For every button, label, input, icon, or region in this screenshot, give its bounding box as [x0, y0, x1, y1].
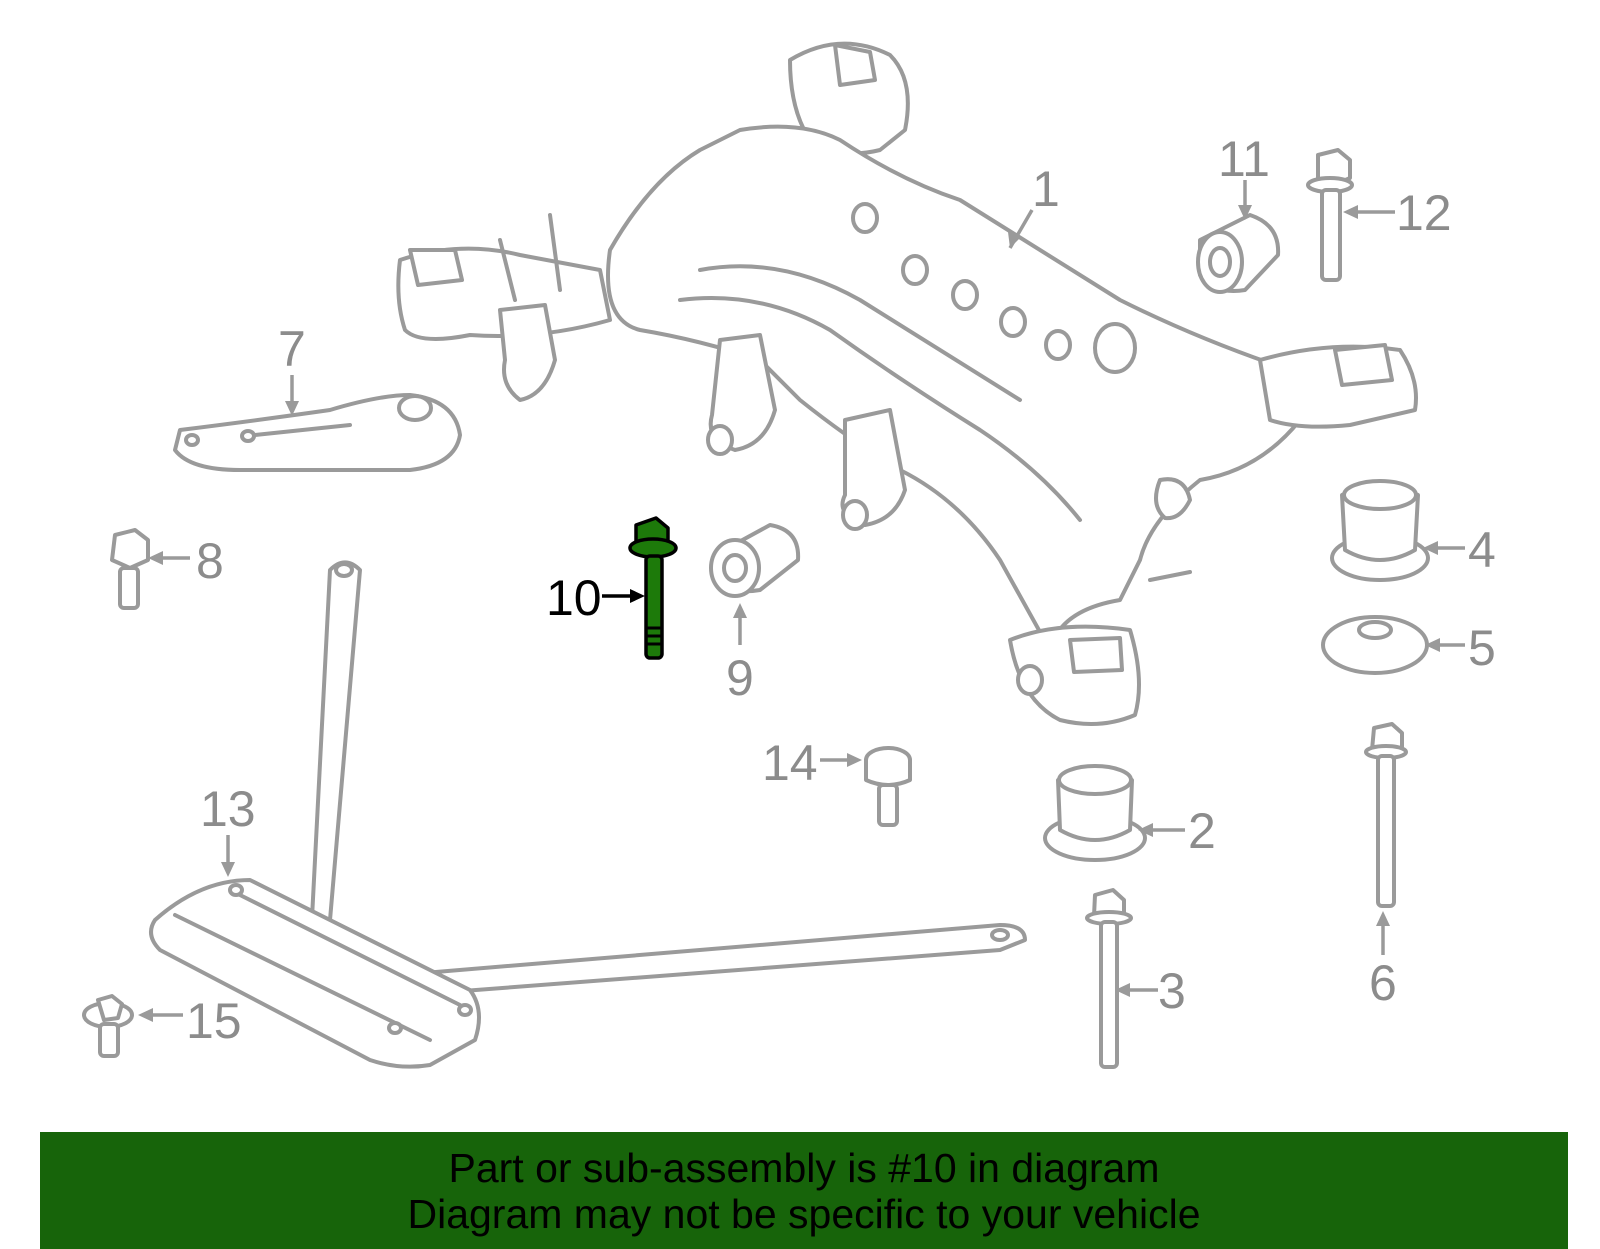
- callout-15: 15: [186, 993, 242, 1049]
- lateral-arm-part-7: [173, 393, 462, 472]
- callout-14: 14: [762, 735, 818, 791]
- callout-13: 13: [200, 781, 256, 837]
- bolt-part-8: [110, 528, 150, 610]
- brace-part-13: [149, 560, 1027, 1069]
- callout-4: 4: [1468, 522, 1496, 578]
- mount-bushing-part-4: [1330, 479, 1430, 582]
- callout-11: 11: [1218, 131, 1270, 187]
- bolt-part-14: [864, 746, 912, 827]
- bushing-part-9: [709, 523, 801, 598]
- callout-9: 9: [726, 650, 754, 706]
- banner-line-disclaimer: Diagram may not be specific to your vehi…: [407, 1190, 1201, 1237]
- callout-10: 10: [546, 570, 602, 626]
- banner-line-part-number: Part or sub-assembly is #10 in diagram: [448, 1144, 1160, 1191]
- callout-8: 8: [196, 533, 224, 589]
- callout-2: 2: [1188, 803, 1216, 859]
- washer-part-5: [1321, 615, 1429, 675]
- callout-6: 6: [1369, 955, 1397, 1011]
- callout-12: 12: [1396, 185, 1452, 241]
- mount-bushing-part-2: [1043, 764, 1147, 862]
- bolt-part-3: [1085, 888, 1133, 1069]
- bolt-part-6: [1364, 722, 1408, 908]
- callout-labels: 1 2 3 4 5 6 7 8 9 10 11 12 13 14 15: [186, 131, 1496, 1049]
- info-banner: Part or sub-assembly is #10 in diagram D…: [40, 1132, 1568, 1249]
- callout-1: 1: [1032, 161, 1060, 217]
- callout-7: 7: [278, 321, 306, 377]
- bolt-part-15: [82, 994, 134, 1058]
- parts-diagram: 1 2 3 4 5 6 7 8 9 10 11 12 13 14 15: [82, 41, 1496, 1069]
- bolt-part-12: [1306, 148, 1354, 282]
- bolt-part-10-highlighted: [628, 516, 678, 660]
- callout-leaders: [138, 180, 1465, 1022]
- callout-3: 3: [1158, 963, 1186, 1019]
- callout-5: 5: [1468, 620, 1496, 676]
- subframe-part-1: [396, 41, 1418, 726]
- bushing-part-11: [1196, 213, 1281, 294]
